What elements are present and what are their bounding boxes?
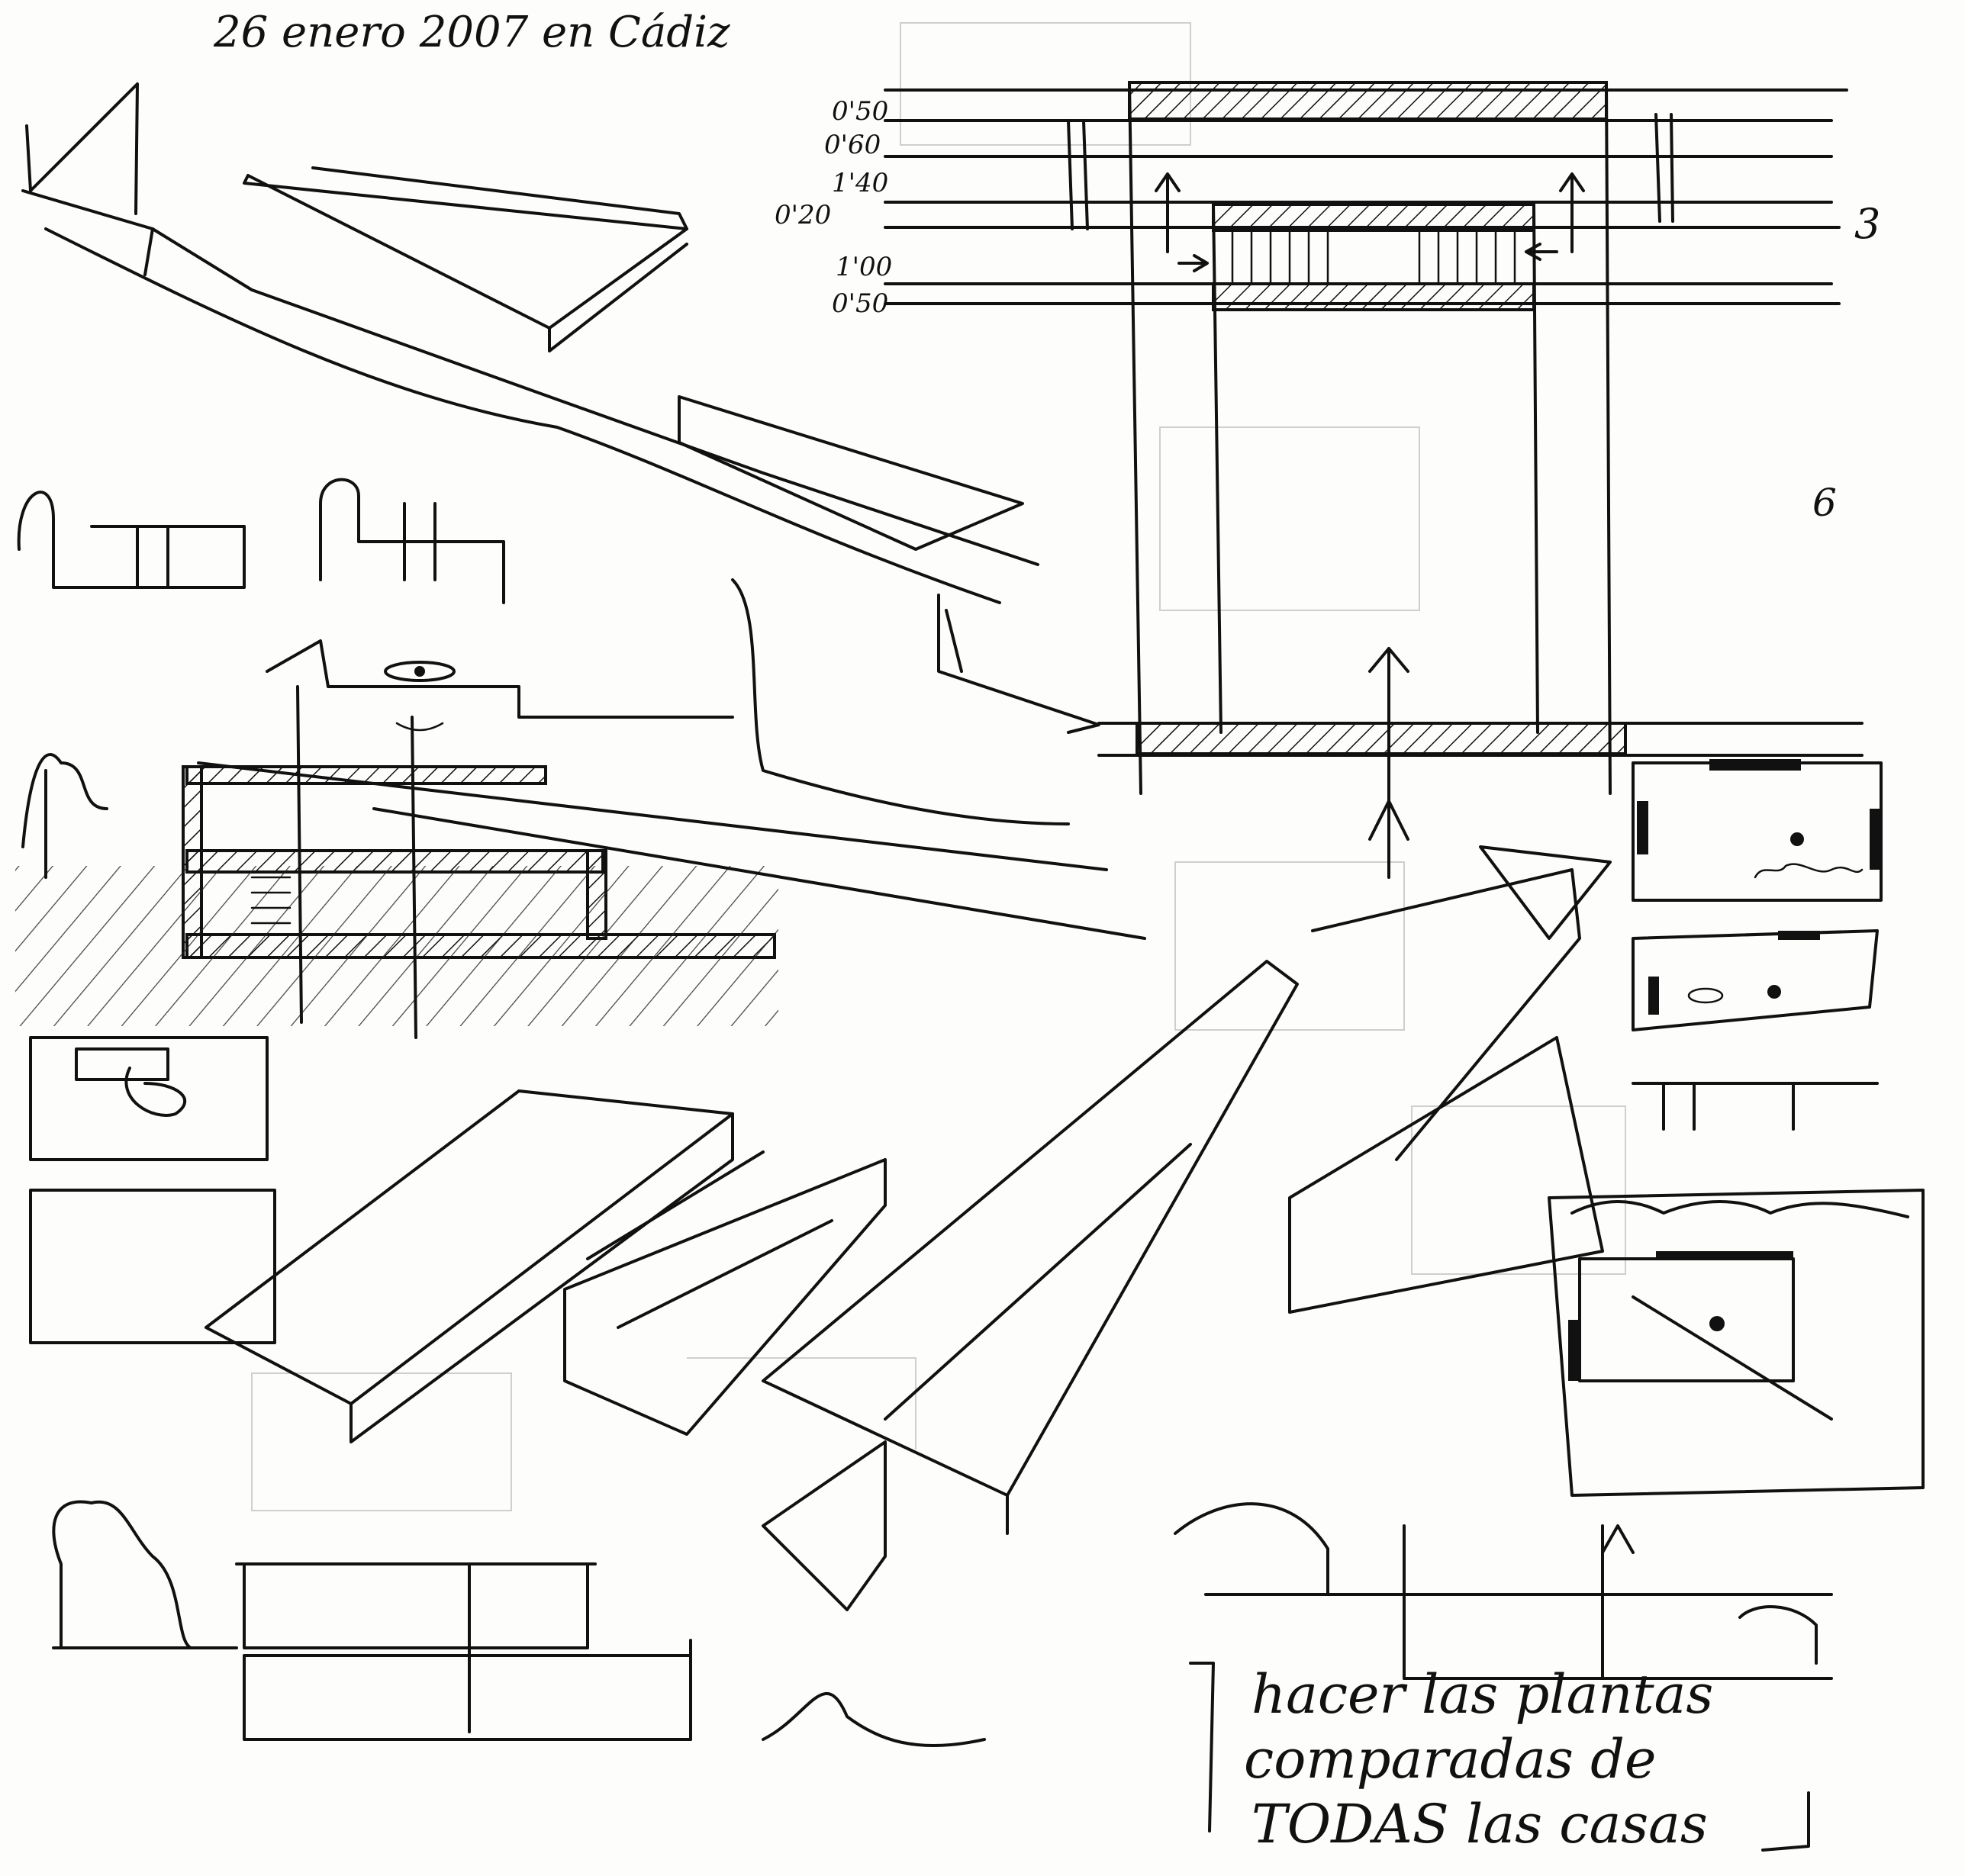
section-mid-left [15,685,1146,1039]
plans-right-column [1174,759,1925,1680]
dimension-label: 0'60 [824,130,881,160]
marker-number: 3 [1854,200,1881,248]
note-line: hacer las plantas [1251,1663,1714,1726]
note-bracket [1189,1662,1810,1852]
note-line: comparadas de [1244,1728,1657,1791]
dimension-label: 0'20 [775,200,832,230]
dimension-label: 1'40 [832,168,889,198]
note-line: TODAS las casas [1251,1793,1708,1855]
perspective-blocks-middle [205,845,1612,1611]
marker-number: 6 [1812,481,1837,525]
perspective-top-left [21,82,1100,825]
date-note: 26 enero 2007 en Cádiz [214,8,730,57]
dimension-label: 0'50 [832,288,889,319]
dimension-label: 0'50 [832,96,889,127]
section-top-right [884,81,1864,879]
elevation-sketches-left [17,478,734,732]
plan-bottom-left [29,1036,986,1748]
dimension-label: 1'00 [836,252,893,282]
